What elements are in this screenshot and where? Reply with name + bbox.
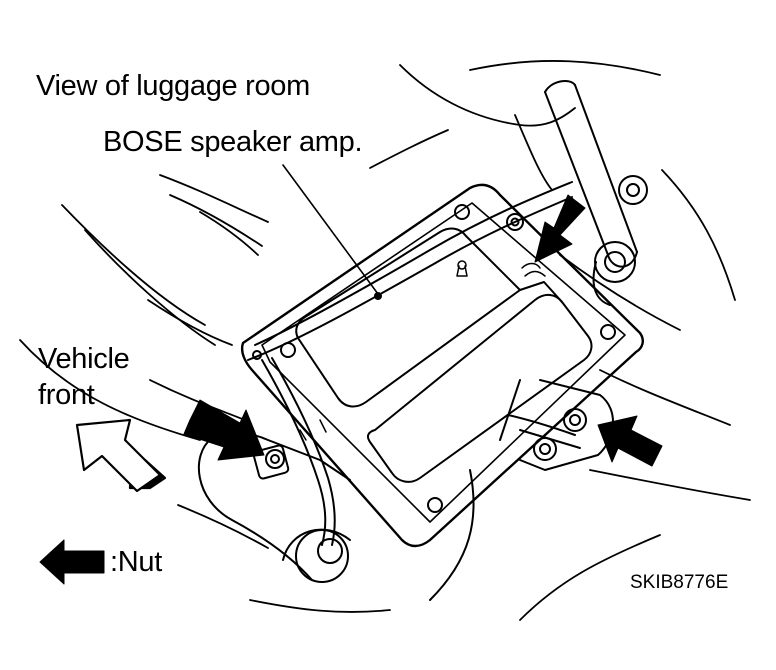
body-contours xyxy=(20,61,750,620)
figure-code: SKIB8776E xyxy=(630,572,729,593)
vehicle-front-label-line1: Vehicle xyxy=(38,343,130,375)
nut-legend-label: :Nut xyxy=(110,546,162,578)
nut-arrow-top xyxy=(535,195,585,262)
mounting-bracket xyxy=(199,214,613,600)
component-label: BOSE speaker amp. xyxy=(103,126,363,158)
vehicle-front-arrow-icon xyxy=(77,420,165,491)
bose-speaker-amp xyxy=(242,185,643,546)
nut-arrow-left xyxy=(184,400,264,460)
view-label: View of luggage room xyxy=(36,70,310,102)
leader-amp xyxy=(283,165,378,294)
pillar-pipe xyxy=(545,81,647,305)
leader-lines xyxy=(283,165,378,294)
nut-arrows xyxy=(40,195,662,584)
nut-legend-arrow-icon xyxy=(40,540,104,584)
vehicle-front-label-line2: front xyxy=(38,379,95,411)
nut-arrow-right xyxy=(598,416,662,466)
lower-harness xyxy=(262,358,335,545)
